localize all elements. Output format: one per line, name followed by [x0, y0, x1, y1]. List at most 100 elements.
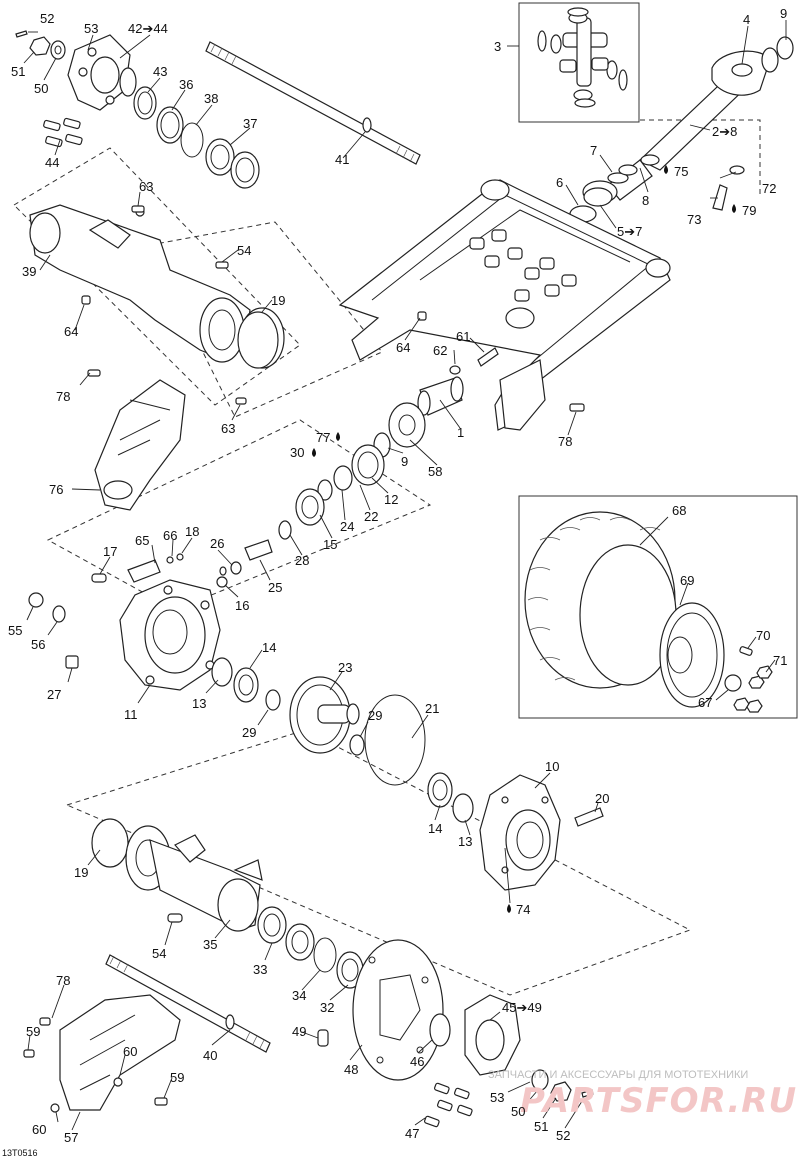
part-label: 26 [210, 536, 224, 551]
part-label: 30 [290, 445, 304, 460]
part-label: 63 [221, 421, 235, 436]
part-label: 18 [185, 524, 199, 539]
final-drive-cover [479, 774, 604, 891]
axle-shaft-upper [205, 41, 421, 165]
part-label: 64 [64, 324, 78, 339]
part-label: 74 [516, 902, 530, 917]
lower-wheel-hub [317, 994, 521, 1076]
part-label: 67 [698, 695, 712, 710]
part-label: 57 [64, 1130, 78, 1145]
watermark-line1: ЗАПЧАСТИ И АКСЕССУАРЫ ДЛЯ МОТОТЕХНИКИ [488, 1069, 748, 1081]
misc-bolts [81, 205, 585, 412]
lower-studs-nuts [424, 1069, 594, 1128]
part-label: 55 [8, 623, 22, 638]
final-drive-housing [119, 579, 221, 691]
part-label: 3 [494, 39, 501, 54]
part-label: 25 [268, 580, 282, 595]
part-label: 13 [192, 696, 206, 711]
part-label: 6 [556, 175, 563, 190]
part-label: 64 [396, 340, 410, 355]
part-label: 48 [344, 1062, 358, 1077]
part-label: 28 [295, 553, 309, 568]
part-label: 78 [558, 434, 572, 449]
rear-rim [659, 602, 742, 708]
part-label: 36 [179, 77, 193, 92]
part-label: 13 [458, 834, 472, 849]
caliper-bracket [94, 379, 186, 511]
part-label: 68 [672, 503, 686, 518]
part-label: 33 [253, 962, 267, 977]
diagram-id: 13T0516 [2, 1148, 38, 1158]
part-label: 2➔8 [712, 124, 737, 139]
part-label: 76 [49, 482, 63, 497]
part-label: 20 [595, 791, 609, 806]
part-label: 44 [45, 155, 59, 170]
part-label: 73 [687, 212, 701, 227]
part-label: 17 [103, 544, 117, 559]
part-label: 23 [338, 660, 352, 675]
part-label: 35 [203, 937, 217, 952]
driveshaft-connector-line [640, 119, 761, 195]
part-label: 14 [428, 821, 442, 836]
upper-wheel-hub [67, 34, 137, 111]
part-label: 79 [742, 203, 756, 218]
part-label: 32 [320, 1000, 334, 1015]
part-label: 42➔44 [128, 21, 168, 36]
lower-axle-group-outline [65, 729, 692, 996]
upper-bearing-stack [133, 86, 260, 189]
part-label: 49 [292, 1024, 306, 1039]
drop-icon [732, 204, 736, 213]
part-label: 40 [203, 1048, 217, 1063]
part-label: 58 [428, 464, 442, 479]
part-label: 39 [22, 264, 36, 279]
watermark-line2: PARTSFOR.RU [520, 1081, 797, 1121]
part-label: 62 [433, 343, 447, 358]
wheel-inset-box [518, 495, 798, 719]
part-label: 50 [511, 1104, 525, 1119]
part-label: 27 [47, 687, 61, 702]
part-label: 52 [40, 11, 54, 26]
part-label: 29 [242, 725, 256, 740]
center-bearing-parts [278, 347, 499, 540]
part-label: 78 [56, 973, 70, 988]
part-label: 45➔49 [502, 1000, 542, 1015]
part-label: 46 [410, 1054, 424, 1069]
part-label: 52 [556, 1128, 570, 1143]
part-label: 51 [534, 1119, 548, 1134]
part-label: 8 [642, 193, 649, 208]
part-label: 60 [123, 1044, 137, 1059]
part-label: 72 [762, 181, 776, 196]
drop-icon [336, 432, 340, 441]
upper-nut-washer [15, 30, 66, 60]
part-label: 56 [31, 637, 45, 652]
part-label: 22 [364, 509, 378, 524]
part-label: 66 [163, 528, 177, 543]
pinion-parts [28, 539, 273, 669]
u-joint-inset-box [518, 2, 640, 123]
part-label: 9 [401, 454, 408, 469]
part-label: 59 [26, 1024, 40, 1039]
swing-arm [338, 179, 671, 431]
part-label: 24 [340, 519, 354, 534]
part-label: 65 [135, 533, 149, 548]
part-label: 5➔7 [617, 224, 642, 239]
brake-disc [352, 939, 444, 1081]
ring-gear [289, 676, 360, 754]
part-label: 60 [32, 1122, 46, 1137]
lower-bearing-stack [167, 906, 364, 989]
upper-mid-group-outline [149, 221, 383, 418]
part-label: 19 [74, 865, 88, 880]
part-label: 61 [456, 329, 470, 344]
part-label: 34 [292, 988, 306, 1003]
lower-axle-housing [91, 818, 263, 932]
lubricant-drop-icons [312, 165, 736, 913]
axle-shaft-lower [105, 954, 271, 1053]
part-label: 63 [139, 179, 153, 194]
rear-tire [524, 511, 677, 689]
part-label: 37 [243, 116, 257, 131]
part-label: 51 [11, 64, 25, 79]
part-label: 70 [756, 628, 770, 643]
part-labels: 52 53 42➔44 51 50 43 36 38 37 44 41 3 4 … [8, 6, 787, 1145]
part-label: 1 [457, 425, 464, 440]
